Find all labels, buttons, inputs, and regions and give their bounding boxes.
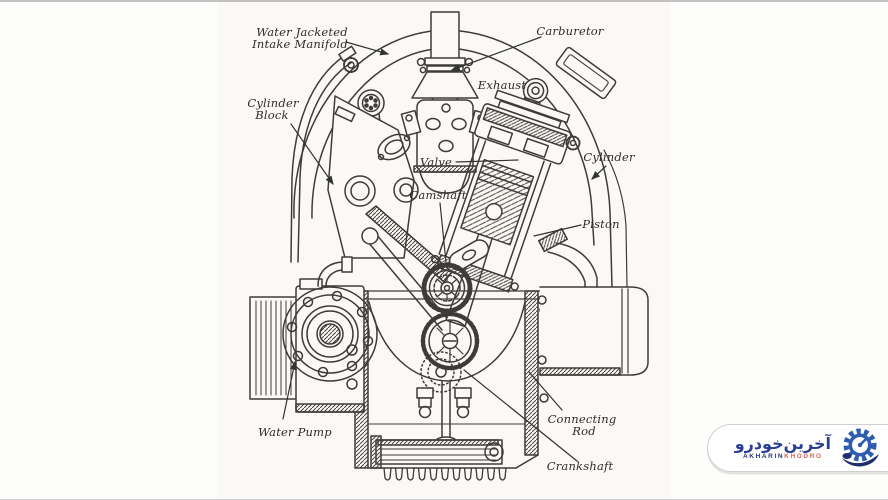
oil-cooler (370, 380, 504, 469)
top-edge-line (0, 0, 888, 2)
label-connecting-rod-line2: Rod (571, 424, 596, 438)
water-pump (249, 256, 378, 413)
label-water-jacketed-line1: Water Jacketed (256, 25, 348, 39)
crankshaft (416, 311, 480, 419)
label-water-jacketed-line2: Intake Manifold (251, 37, 348, 51)
brand-watermark: آخرین‌خودرو AKHARINKHODRO (707, 424, 888, 472)
label-cylinder-block-line2: Block (254, 108, 288, 122)
cylinder-block (327, 95, 419, 259)
label-water-pump: Water Pump (258, 425, 332, 439)
label-valve: Valve (420, 155, 452, 169)
label-piston: Piston (581, 217, 619, 231)
label-carburetor: Carburetor (536, 24, 605, 38)
carburetor-stack (411, 11, 479, 113)
label-connecting-rod-line1: Connecting (548, 412, 617, 426)
gear-speedometer-icon (842, 428, 879, 467)
brand-en-akharin: AKHARIN (743, 452, 785, 460)
left-water-pipe (290, 45, 359, 263)
brand-name-farsi: آخرین‌خودرو (734, 433, 831, 453)
label-exhaust: Exhaust (477, 78, 527, 92)
heat-shield-slab (555, 46, 617, 151)
label-crankshaft: Crankshaft (547, 459, 614, 473)
right-housing (537, 227, 649, 376)
label-camshaft: Camshaft (409, 188, 466, 202)
label-cylinder-block-line1: Cylinder (247, 96, 300, 110)
brand-text: آخرین‌خودرو AKHARINKHODRO (734, 433, 831, 461)
label-cylinder: Cylinder (583, 150, 636, 164)
brand-name-latin: AKHARINKHODRO (743, 452, 823, 461)
leader-lines (282, 36, 607, 462)
diagram-labels: Water Jacketed Intake Manifold Carbureto… (247, 24, 636, 473)
brand-en-khodro: KHODRO (784, 452, 823, 460)
